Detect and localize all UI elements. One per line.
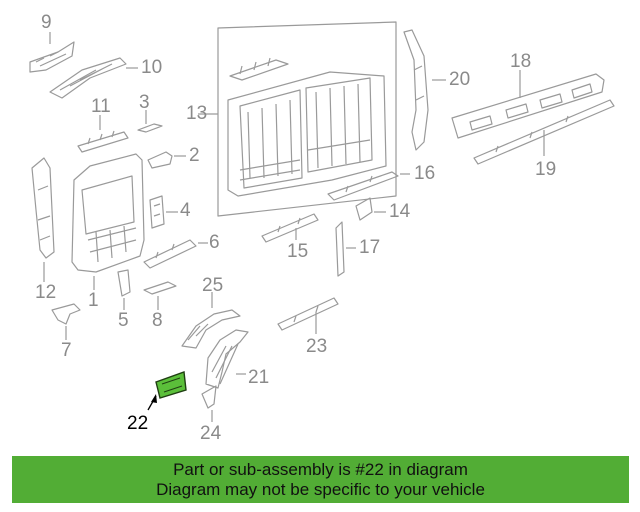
callout-6: 6 [209,232,220,253]
callout-10: 10 [141,57,163,78]
banner-line-1: Part or sub-assembly is #22 in diagram [173,460,468,479]
banner-line-2: Diagram may not be specific to your vehi… [156,480,485,499]
callout-11: 11 [91,96,111,117]
callout-19: 19 [535,159,557,180]
callout-9: 9 [41,12,52,33]
info-banner: Part or sub-assembly is #22 in diagram D… [12,456,629,503]
callout-17: 17 [359,237,381,258]
part-22-highlighted[interactable] [147,371,187,411]
callout-15: 15 [287,241,309,262]
part-10-rail [49,57,138,99]
callout-16: 16 [414,163,436,184]
part-8 [143,281,177,310]
part-20-pillar [403,29,446,151]
callout-4: 4 [180,200,191,221]
callout-18: 18 [510,51,532,72]
part-6-rail [143,239,208,269]
part-13-door-panel [198,21,397,217]
callout-13: 13 [186,103,208,124]
part-3 [137,110,163,133]
callout-5: 5 [118,310,129,331]
part-12-pillar [31,157,55,282]
callout-8: 8 [152,310,163,331]
callout-7: 7 [61,340,72,361]
part-9-bracket [29,32,75,73]
callout-24: 24 [200,423,222,444]
part-15-strip [261,213,319,243]
part-4-bracket [149,195,178,229]
part-21-inner-wheelhouse [205,329,249,389]
part-19-rail [473,99,615,165]
part-23-bar [277,297,339,334]
callout-25: 25 [202,275,224,296]
part-11-strip [77,115,129,153]
part-14-bracket [355,197,386,221]
part-18-rail [451,70,605,139]
callout-20: 20 [449,69,471,90]
callout-3: 3 [139,92,150,113]
callout-12: 12 [35,282,57,303]
callout-2: 2 [189,145,200,166]
part-1-side-panel [71,153,145,290]
part-25-wheelhouse [181,292,241,349]
part-16-rail [327,171,410,201]
callout-21: 21 [248,367,270,388]
part-5-bracket [117,269,131,310]
part-17-post [335,221,356,277]
callout-14: 14 [389,201,411,222]
callout-23: 23 [306,336,328,357]
part-24-clip [201,385,217,422]
callout-22[interactable]: 22 [127,413,149,434]
parts-diagram [29,21,615,422]
part-7-bracket [51,303,81,340]
callout-1: 1 [88,290,99,311]
part-2-bracket [147,151,186,169]
